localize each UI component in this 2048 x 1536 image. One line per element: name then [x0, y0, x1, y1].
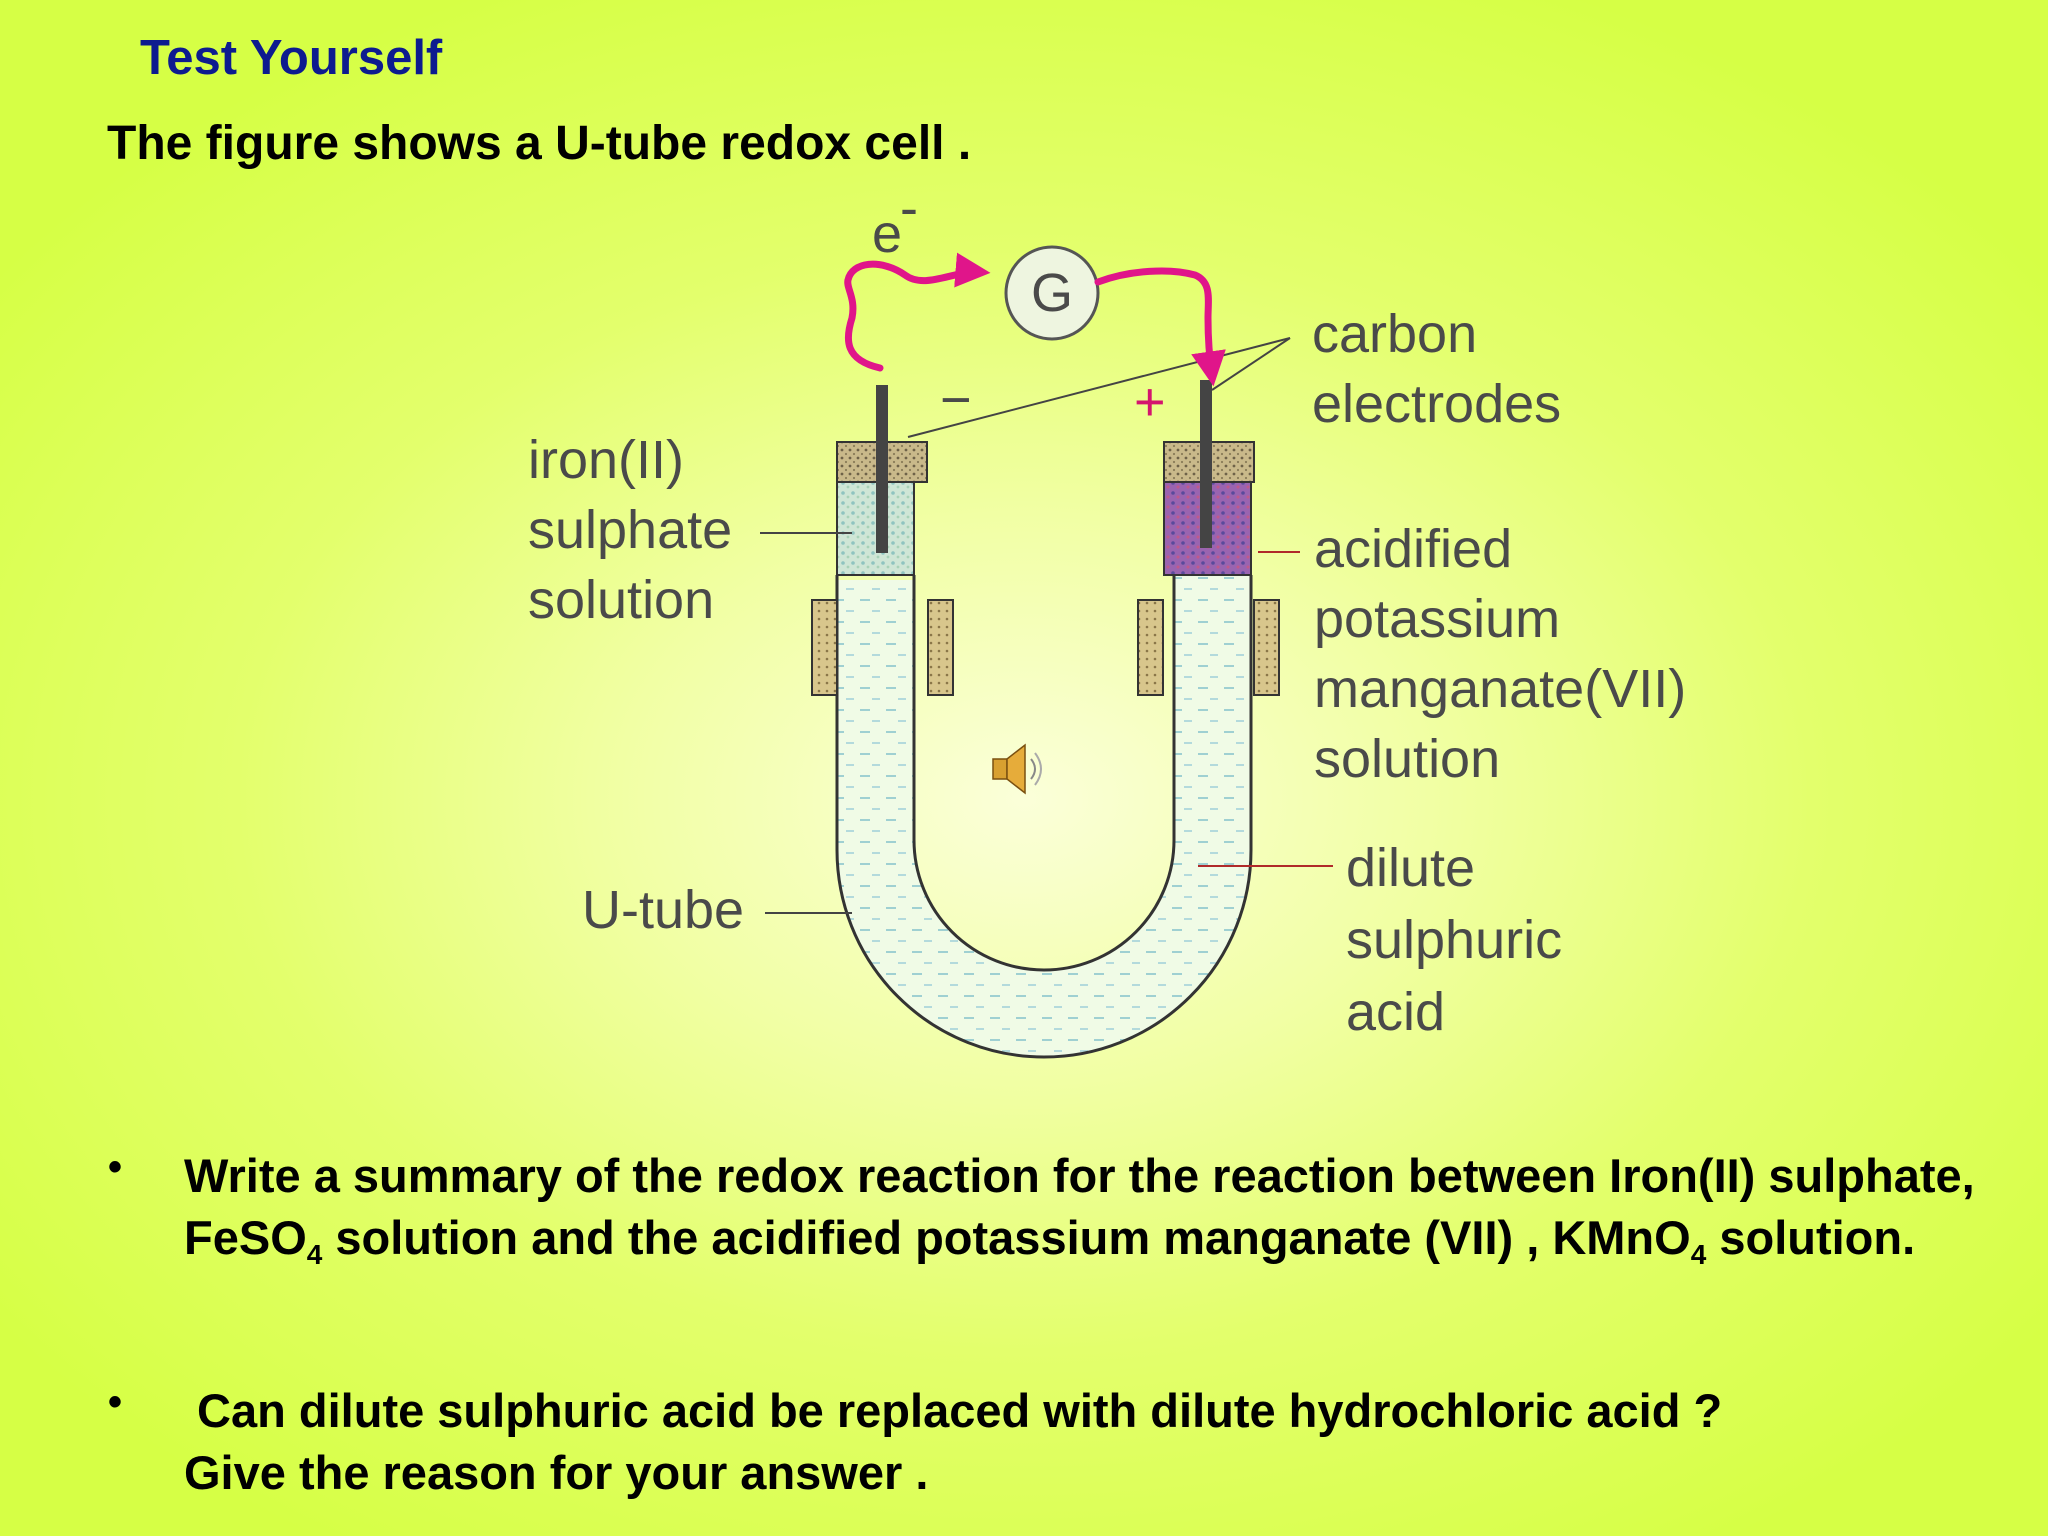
u-tube-outer-wall — [835, 575, 1253, 1059]
label-carbon: carbon — [1312, 304, 1477, 364]
label-potassium: potassium — [1314, 589, 1560, 649]
question-2-line2: Give the reason for your answer . — [184, 1446, 929, 1499]
left-clamp-outer — [811, 599, 838, 696]
u-tube-inner-wall — [912, 575, 1176, 972]
question-2-line1: Can dilute sulphuric acid be replaced wi… — [184, 1384, 1723, 1437]
label-dilute: dilute — [1346, 838, 1475, 898]
label-sulphate: sulphate — [528, 500, 732, 560]
question-1-part2: solution and the acidified potassium man… — [322, 1211, 1691, 1264]
question-1-part1: Write a summary of the redox reaction fo… — [184, 1149, 1975, 1264]
slide-title: Test Yourself — [140, 31, 443, 85]
question-2-text: Can dilute sulphuric acid be replaced wi… — [184, 1380, 1974, 1504]
label-sulphuric: sulphuric — [1346, 910, 1562, 970]
iron-sulphate-solution — [836, 481, 915, 576]
label-iron: iron(II) — [528, 430, 684, 490]
label-electrodes: electrodes — [1312, 374, 1561, 434]
right-carbon-electrode — [1200, 380, 1212, 548]
question-1-part3: solution. — [1706, 1211, 1916, 1264]
label-u-tube: U-tube — [582, 880, 744, 940]
electron-flow-arrow-right — [1094, 267, 1226, 387]
left-clamp-inner — [927, 599, 954, 696]
label-solution-iron: solution — [528, 570, 714, 630]
label-solution-kmno4: solution — [1314, 729, 1500, 789]
question-1-subscript-2: 4 — [1690, 1239, 1707, 1270]
right-clamp-outer — [1253, 599, 1280, 696]
intro-text: The figure shows a U-tube redox cell . — [107, 117, 972, 170]
electron-flow-arrow-left — [844, 252, 991, 372]
galvanometer — [1004, 245, 1100, 341]
positive-terminal-sign: + — [1134, 372, 1166, 432]
galvanometer-label: G — [1031, 263, 1073, 323]
bullet: • — [108, 1380, 123, 1424]
speaker-icon[interactable] — [992, 743, 1042, 795]
bullet: • — [108, 1145, 123, 1189]
electron-label: e — [872, 204, 902, 264]
label-acidified: acidified — [1314, 519, 1512, 579]
negative-terminal-sign: − — [940, 370, 972, 430]
question-1-text: Write a summary of the redox reaction fo… — [184, 1145, 2004, 1269]
question-1-subscript-1: 4 — [306, 1239, 323, 1270]
right-clamp-inner — [1137, 599, 1164, 696]
left-carbon-electrode — [876, 385, 888, 553]
label-acid: acid — [1346, 982, 1445, 1042]
label-manganate: manganate(VII) — [1314, 659, 1686, 719]
electron-charge: - — [900, 178, 918, 238]
